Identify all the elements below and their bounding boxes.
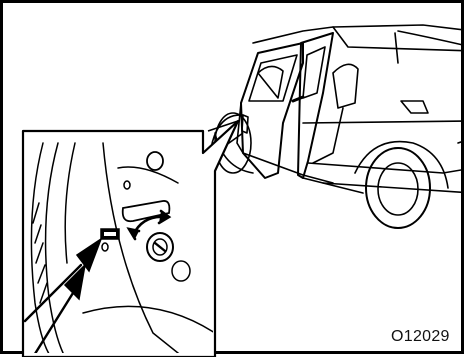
inset-magnified-view: [21, 119, 240, 357]
car-drawing: [210, 24, 464, 229]
figure-code: O12029: [391, 328, 450, 345]
car-door-illustration: [21, 24, 464, 357]
